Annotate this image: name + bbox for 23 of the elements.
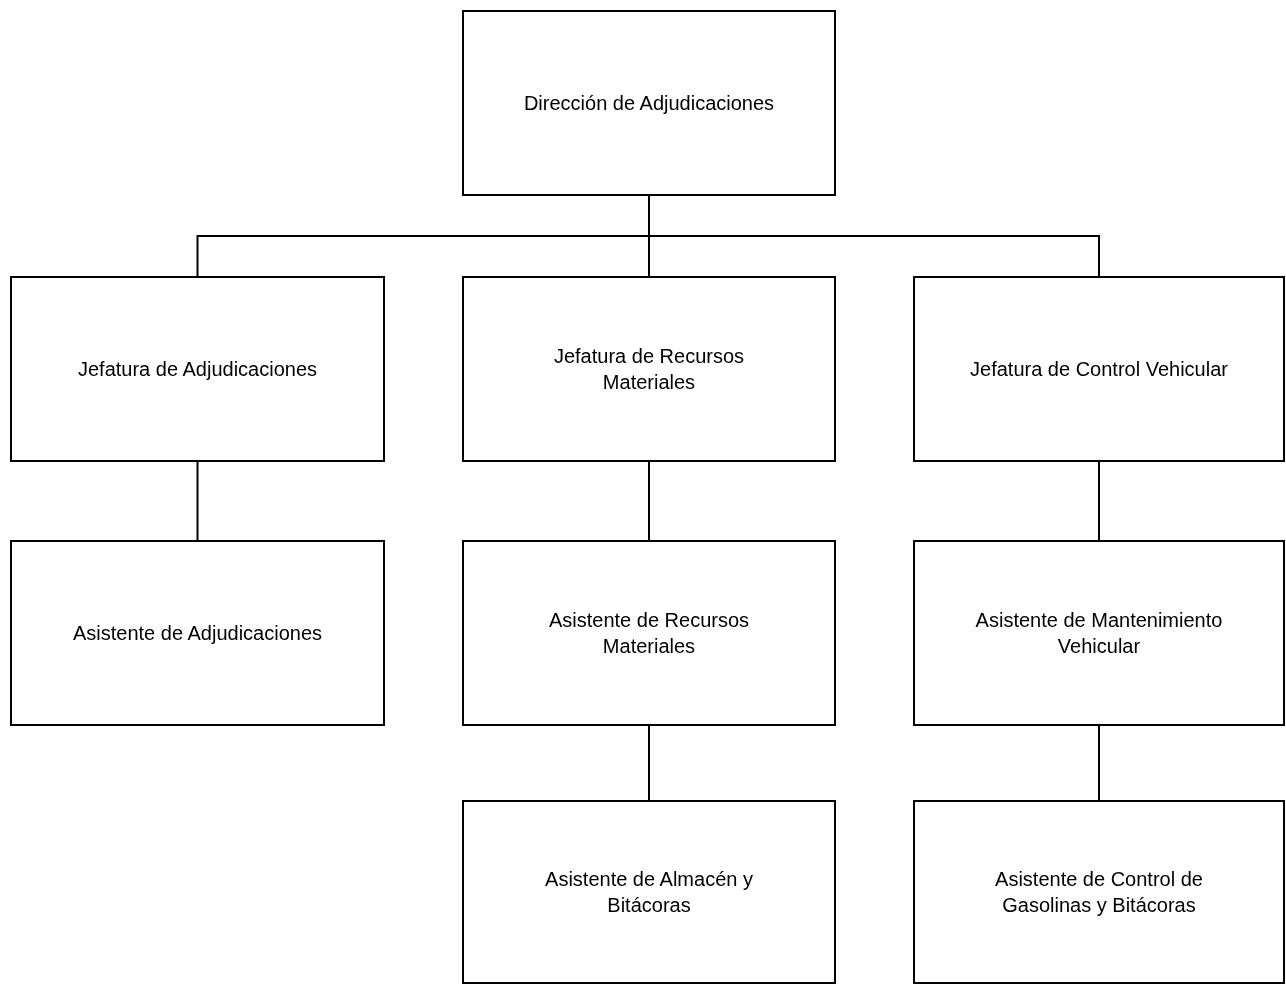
connector-line: [648, 725, 650, 801]
role-title: Asistente de Adjudicaciones: [72, 621, 323, 646]
org-box: [462, 10, 836, 196]
role-title: Jefatura de Control Vehicular: [970, 357, 1228, 382]
connector-line: [196, 461, 199, 541]
org-box: [913, 800, 1285, 984]
connector-line: [1098, 461, 1100, 541]
org-box: [10, 540, 385, 726]
org-box: [462, 540, 836, 726]
connector-line: [1098, 725, 1100, 801]
role-title: Asistente de Recursos Materiales: [547, 608, 751, 659]
role-title: Asistente de Mantenimiento Vehicular: [974, 608, 1224, 659]
role-title: Asistente de Control de Gasolinas y Bitácoras: [994, 867, 1204, 918]
org-box: [462, 800, 836, 984]
org-box: [913, 540, 1285, 726]
role-title: Asistente de Almacén y Bitácoras: [544, 867, 754, 918]
org-box: [462, 276, 836, 462]
org-box: [10, 276, 385, 462]
role-title: Jefatura de Adjudicaciones: [77, 357, 318, 382]
role-title: Jefatura de Recursos Materiales: [552, 344, 746, 395]
role-title: Dirección de Adjudicaciones: [523, 91, 775, 116]
org-box: [913, 276, 1285, 462]
connector-line: [648, 461, 650, 541]
